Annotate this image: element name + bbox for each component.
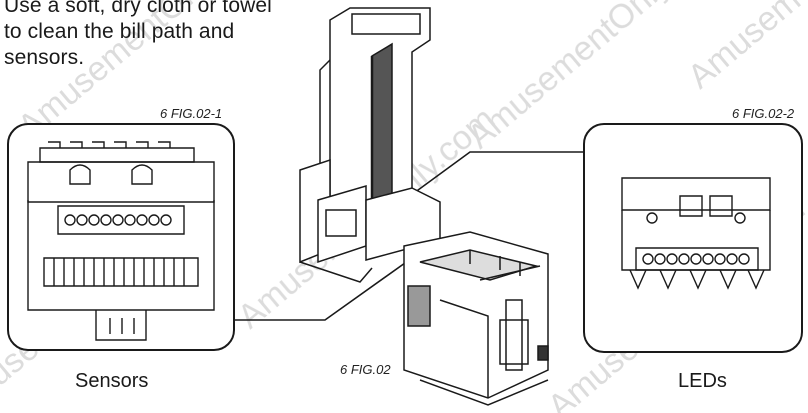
sensor-board-drawing	[27, 141, 215, 341]
bill-acceptor-drawing	[299, 7, 549, 406]
instruction-text: Use a soft, dry cloth or towel to clean …	[4, 0, 272, 69]
figure-label-leds: 6 FIG.02-2	[732, 106, 795, 121]
caption-sensors: Sensors	[75, 370, 149, 392]
figure-label-sensors: 6 FIG.02-1	[160, 106, 223, 121]
leds-detail-box	[583, 123, 803, 353]
figure-label-main: 6 FIG.02	[340, 362, 391, 377]
sensors-detail-box	[7, 123, 235, 351]
led-board-drawing	[621, 177, 771, 290]
watermark-text: AmusementOnly.com	[681, 0, 808, 96]
caption-leds: LEDs	[678, 370, 727, 392]
